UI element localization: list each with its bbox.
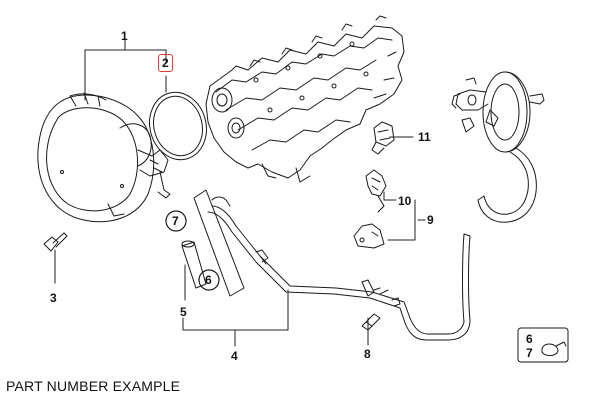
callout-1: 1: [121, 29, 128, 43]
cylinder-head: [206, 16, 404, 182]
callout-6-circle: 6: [205, 273, 212, 287]
callout-5: 5: [180, 305, 187, 319]
circle-callouts: [166, 211, 219, 290]
callout-9: 9: [427, 213, 434, 227]
callout-8: 8: [364, 347, 371, 361]
vacuum-line-part-4: [208, 206, 410, 320]
callout-2-highlighted: 2: [158, 54, 173, 72]
callout-11: 11: [418, 130, 431, 144]
callout-10: 10: [398, 194, 412, 208]
legend-box: [518, 328, 568, 362]
bracket-part-9: [354, 224, 384, 248]
callout-7-circle: 7: [172, 214, 179, 228]
elbow-part-10: [366, 170, 386, 212]
clip-part-8: [362, 314, 380, 330]
legend-callout-7: 7: [526, 346, 533, 360]
valve-part-11: [372, 122, 394, 154]
leader-lines: [55, 40, 425, 346]
caption: PART NUMBER EXAMPLE: [6, 378, 181, 394]
callout-4: 4: [231, 349, 238, 363]
callout-3: 3: [50, 291, 57, 305]
bolt-part-3: [44, 233, 67, 251]
vacuum-hose-upper: [404, 148, 536, 340]
hose-part-5: [182, 190, 244, 296]
gasket-part-2: [142, 86, 214, 166]
vacuum-pump-part-1: [38, 93, 170, 222]
legend-callout-6: 6: [526, 332, 533, 346]
brake-booster: [452, 72, 544, 152]
